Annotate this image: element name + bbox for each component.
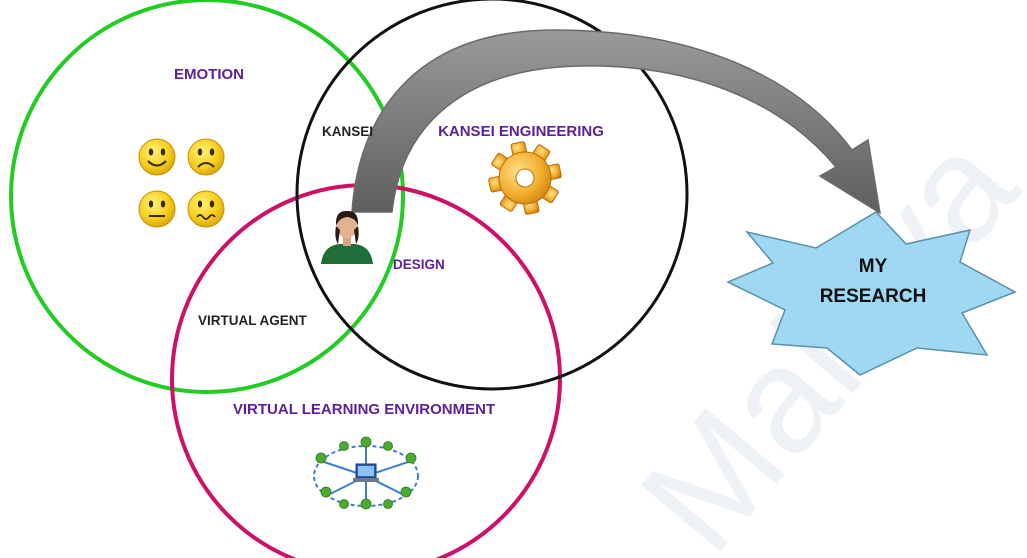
my-research-line1: MY xyxy=(859,256,888,277)
avatar-icon xyxy=(321,210,373,264)
emotion-label: EMOTION xyxy=(174,66,244,83)
my-research-line2: RESEARCH xyxy=(820,286,927,307)
gear-icon xyxy=(488,141,562,215)
virtual-agent-label: VIRTUAL AGENT xyxy=(198,313,308,328)
emotion-circle xyxy=(9,0,405,394)
smiley-happy-icon xyxy=(138,138,176,176)
kansei-short-label: KANSEI xyxy=(322,124,373,139)
virtual-learning-environment-label: VIRTUAL LEARNING ENVIRONMENT xyxy=(233,401,495,418)
network-icon xyxy=(313,436,419,510)
smiley-neutral-icon xyxy=(138,190,176,228)
kansei-engineering-circle xyxy=(295,0,689,391)
curved-arrow xyxy=(351,29,882,215)
smiley-sad-icon xyxy=(187,138,225,176)
my-research-star xyxy=(726,211,1017,376)
kansei-engineering-label: KANSEI ENGINEERING xyxy=(438,123,604,140)
smiley-worried-icon xyxy=(187,190,225,228)
design-label: DESIGN xyxy=(393,257,445,272)
